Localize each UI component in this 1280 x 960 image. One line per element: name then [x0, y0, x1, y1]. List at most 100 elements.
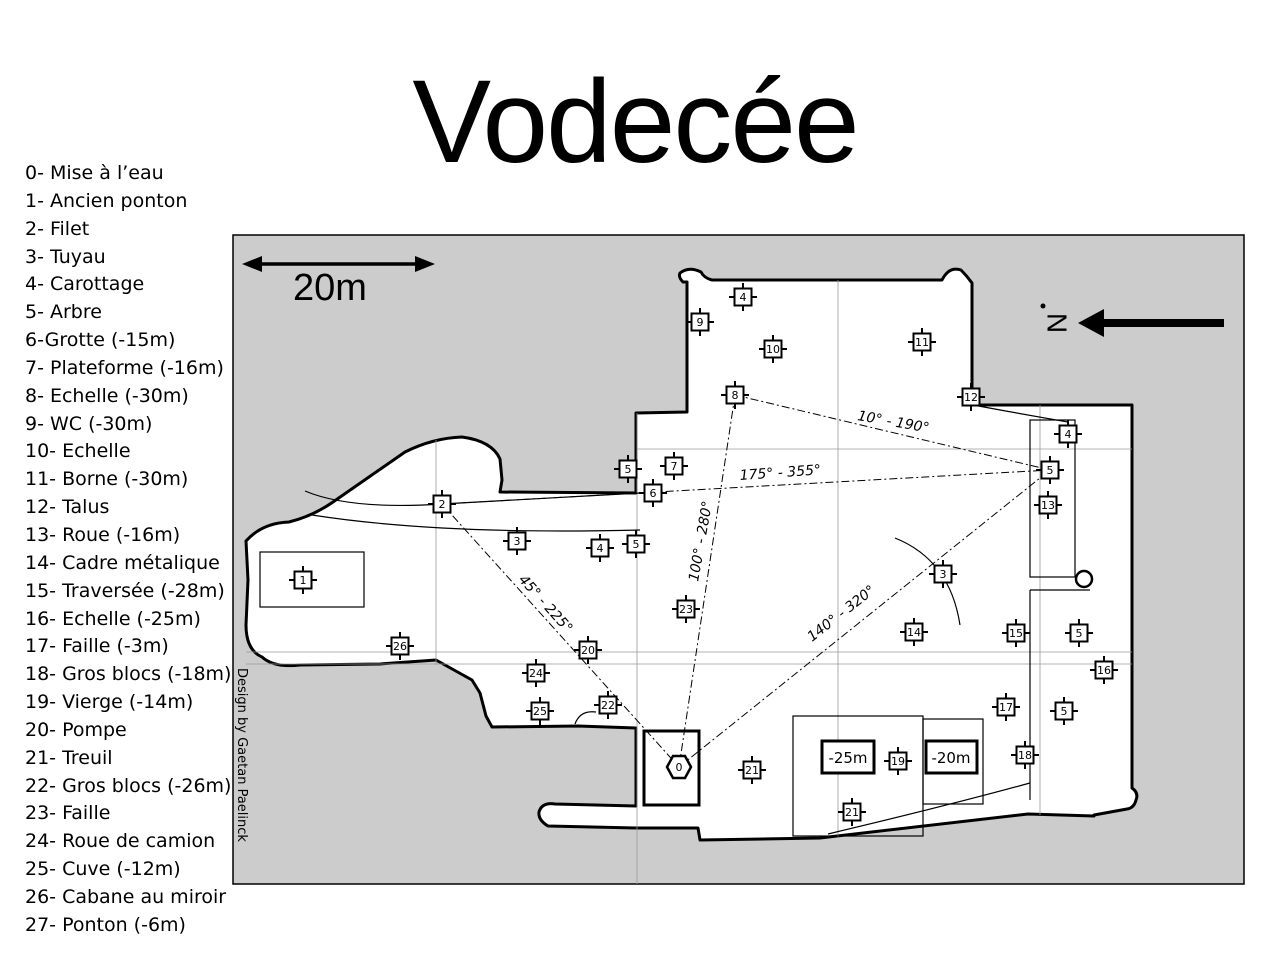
marker-label: 18	[1018, 749, 1032, 762]
marker-box	[690, 312, 710, 332]
legend-item: 23- Faille	[25, 802, 111, 825]
marker-label: 25	[533, 705, 547, 718]
map-marker: 15	[1002, 619, 1030, 647]
depth-label-group: -25m -20m	[820, 739, 979, 775]
bearing-label: 175° - 355°	[739, 462, 821, 484]
marker-box	[578, 640, 598, 660]
marker-label: 14	[907, 626, 921, 639]
legend-item: 19- Vierge (-14m)	[25, 691, 194, 714]
marker-label: 22	[601, 699, 615, 712]
marker-label: 3	[514, 535, 521, 548]
map-marker: 0	[665, 754, 693, 780]
marker-label: 4	[597, 542, 604, 555]
marker-label: 20	[581, 644, 595, 657]
legend-item: 24- Roue de camion	[25, 830, 216, 853]
map-marker: 21	[838, 798, 866, 826]
map-marker: 13	[1034, 491, 1062, 519]
map-marker: 23	[672, 595, 700, 623]
marker-box	[961, 387, 981, 407]
map-marker: 6	[639, 479, 667, 507]
legend-item: 16- Echelle (-25m)	[25, 607, 201, 630]
legend-item: 4- Carottage	[25, 273, 145, 296]
legend-item: 3- Tuyau	[25, 245, 106, 268]
marker-label: 7	[671, 460, 678, 473]
marker-box	[598, 695, 618, 715]
legend-item: 25- Cuve (-12m)	[25, 858, 181, 881]
legend-item: 21- Treuil	[25, 746, 113, 769]
map-marker: 19	[884, 747, 912, 775]
map-marker: 25	[526, 697, 554, 725]
map-marker: 4	[586, 534, 614, 562]
north-arrow-icon: N	[1040, 303, 1224, 337]
marker-box	[390, 636, 410, 656]
marker-label: 10	[766, 343, 780, 356]
map-marker: 3	[929, 560, 957, 588]
legend-item: 15- Traversée (-28m)	[25, 579, 225, 602]
marker-label: 16	[1097, 664, 1111, 677]
north-label: N	[1042, 313, 1073, 333]
quarry-outline	[244, 267, 1139, 842]
legend-item: 2- Filet	[25, 217, 90, 240]
marker-label: 0	[676, 761, 683, 774]
marker-label: 5	[1047, 464, 1054, 477]
scale-label: 20m	[293, 267, 367, 309]
marker-box	[526, 663, 546, 683]
marker-box	[1038, 495, 1058, 515]
marker-box	[733, 287, 753, 307]
map-marker: 18	[1011, 741, 1039, 769]
marker-label: 4	[1065, 428, 1072, 441]
marker-label: 23	[679, 603, 693, 616]
marker-label: 17	[999, 701, 1013, 714]
marker-label: 4	[740, 291, 747, 304]
map-marker: 4	[1054, 420, 1082, 448]
map-marker: 8	[721, 381, 749, 409]
marker-label: 3	[940, 568, 947, 581]
map-marker: 26	[386, 632, 414, 660]
marker-box	[742, 760, 762, 780]
map-marker: 5	[1065, 619, 1093, 647]
map-marker: 5	[614, 455, 642, 483]
legend-item: 22- Gros blocs (-26m)	[25, 774, 232, 797]
marker-box	[1006, 623, 1026, 643]
marker-box	[996, 697, 1016, 717]
map-marker: 10	[759, 335, 787, 363]
marker-label: 1	[300, 574, 307, 587]
marker-label: 15	[1009, 627, 1023, 640]
scale-bar: 20m	[242, 256, 435, 309]
marker-box	[1054, 701, 1074, 721]
marker-box	[618, 459, 638, 479]
marker-box	[530, 701, 550, 721]
map-marker: 24	[522, 659, 550, 687]
map-marker: 5	[1050, 697, 1078, 725]
marker-label: 5	[1076, 627, 1083, 640]
marker-box	[507, 531, 527, 551]
legend-item: 8- Echelle (-30m)	[25, 384, 189, 407]
marker-box	[1058, 424, 1078, 444]
legend-item: 13- Roue (-16m)	[25, 523, 181, 546]
map-marker: 11	[908, 328, 936, 356]
marker-box	[664, 456, 684, 476]
marker-box	[842, 802, 862, 822]
map-marker: 2	[428, 490, 456, 518]
marker-box	[763, 339, 783, 359]
marker-box	[888, 751, 908, 771]
map-marker: 12	[957, 383, 985, 411]
marker-box	[725, 385, 745, 405]
marker-label: 5	[633, 538, 640, 551]
map-title: Vodecée	[412, 56, 859, 188]
marker-box	[1094, 660, 1114, 680]
marker-box	[1069, 623, 1089, 643]
legend-item: 26- Cabane au miroir	[25, 885, 227, 908]
depth-label: -20m	[931, 749, 970, 767]
legend-item: 5- Arbre	[25, 301, 102, 324]
marker-label: 13	[1041, 499, 1055, 512]
legend-item: 10- Echelle	[25, 440, 131, 463]
marker-label: 21	[745, 764, 759, 777]
map-marker: 16	[1090, 656, 1118, 684]
map-marker: 9	[686, 308, 714, 336]
marker-box	[293, 570, 313, 590]
map-marker: 21	[738, 756, 766, 784]
marker-label: 12	[964, 391, 978, 404]
map-marker: 5	[1036, 456, 1064, 484]
map-marker: 7	[660, 452, 688, 480]
